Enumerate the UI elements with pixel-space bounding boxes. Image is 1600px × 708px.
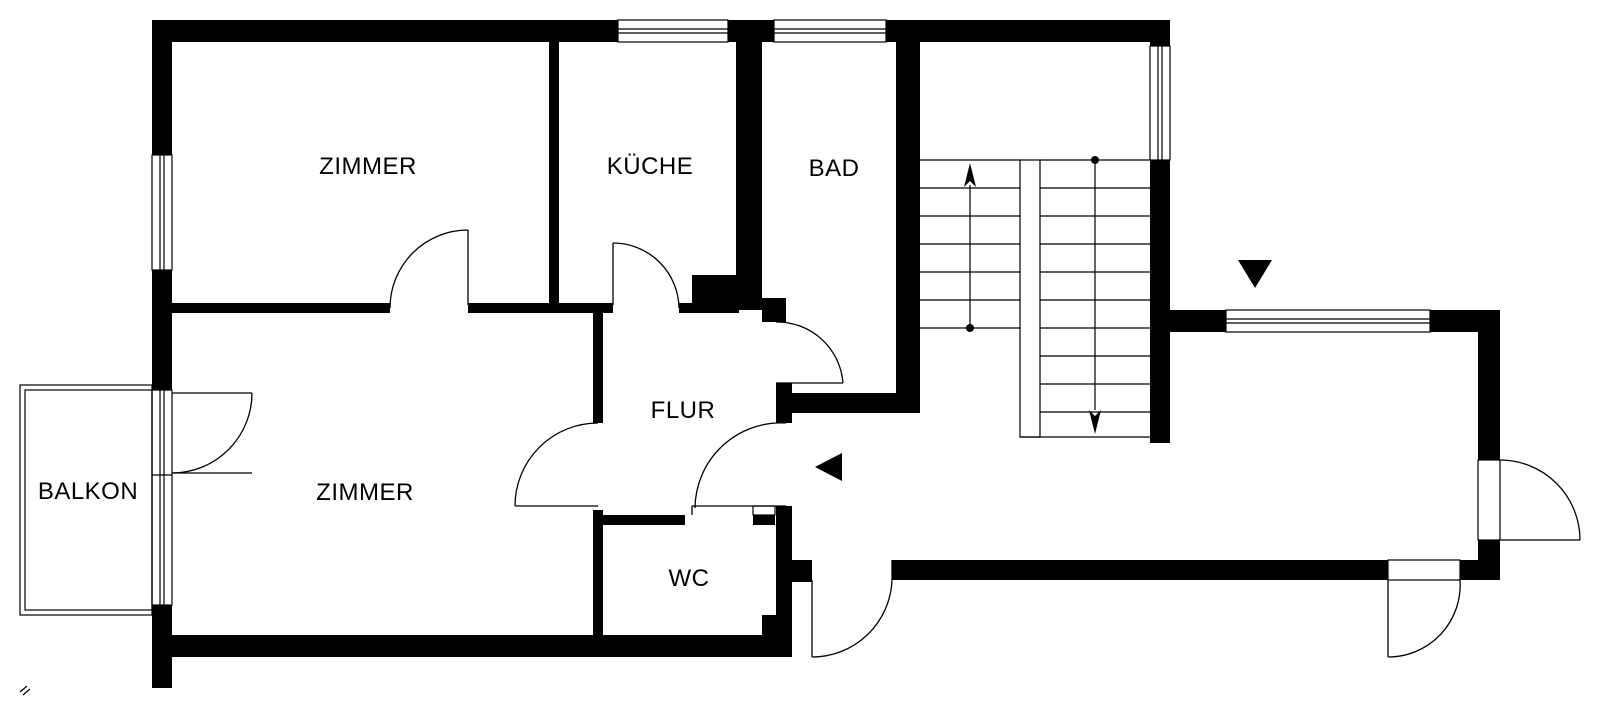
label-kueche: KÜCHE (607, 153, 694, 180)
wall-top-right (886, 20, 1170, 42)
door-flur-corridor (691, 422, 787, 515)
wall-left-mid (152, 270, 172, 390)
wall-wing-top-left (1170, 310, 1226, 332)
wall-left (152, 20, 172, 155)
door-balkon (171, 392, 253, 474)
walls (152, 20, 1500, 688)
wall-wc-top-right (753, 515, 775, 525)
wall-wing-right-upper (1478, 310, 1500, 460)
wall-flur-left (593, 303, 603, 423)
wall-entrance-stub (792, 560, 812, 582)
corner-mark (19, 685, 31, 696)
window-balkon (151, 389, 173, 606)
window-stair-right (1149, 45, 1171, 161)
doors (171, 229, 1581, 658)
wall-zimmer-divider-left (172, 303, 390, 313)
wall-bad-right (896, 42, 920, 413)
entry-marker-left-arrow (815, 453, 842, 481)
wall-zimmer-divider-right (468, 303, 613, 313)
wall-flur-right (776, 383, 792, 423)
stairs-up-dot (966, 324, 974, 332)
stairs-up-arrow (964, 163, 976, 187)
door-wing-right (1477, 459, 1581, 541)
balcony (19, 384, 153, 616)
window-zimmer-left (151, 154, 173, 271)
wall-flur-top (679, 303, 739, 313)
door-flur-zimmer (514, 422, 599, 507)
window-wing-top (1225, 309, 1431, 333)
windows (151, 19, 1431, 606)
wall-kueche-left (549, 42, 559, 305)
window-bad-top (773, 19, 887, 43)
door-wc (752, 505, 776, 516)
wall-wing-bottom-right (1460, 560, 1500, 580)
stairs (920, 156, 1150, 438)
door-bad (775, 321, 844, 384)
wall-top-mid (728, 20, 774, 42)
label-flur: FLUR (651, 397, 716, 424)
door-kueche (612, 242, 680, 309)
wall-wing-bottom (892, 560, 1388, 580)
label-bad: BAD (809, 155, 860, 182)
wall-flur-left-low (593, 510, 603, 635)
wall-wc-top (603, 515, 685, 525)
stairs-down-dot (1091, 156, 1099, 164)
stairs-down-flight (1019, 156, 1150, 438)
label-balkon: BALKON (38, 478, 138, 505)
wall-top-left (152, 20, 618, 42)
wall-right-mid (1150, 160, 1170, 443)
wall-right-upper (1150, 20, 1170, 46)
wall-wc-right (776, 506, 792, 656)
room-labels: ZIMMER KÜCHE BAD FLUR ZIMMER BALKON WC (38, 153, 860, 592)
label-zimmer-main: ZIMMER (316, 479, 414, 506)
window-kueche-top (617, 19, 729, 43)
wall-bad-bottom (776, 393, 920, 413)
wall-kueche-bad (736, 42, 762, 310)
door-wing-bottom (1387, 559, 1461, 658)
door-entrance (811, 560, 893, 658)
entry-marker-down-arrow (1238, 260, 1272, 288)
wall-bottom (152, 635, 792, 657)
label-wc: WC (669, 565, 710, 592)
stairs-up-flight (920, 159, 1020, 332)
label-zimmer-top: ZIMMER (319, 153, 417, 180)
door-zimmer-top (389, 229, 469, 309)
wall-wc-notch (762, 615, 776, 641)
stairs-down-arrow (1089, 410, 1101, 434)
wall-bad-notch (762, 298, 786, 322)
